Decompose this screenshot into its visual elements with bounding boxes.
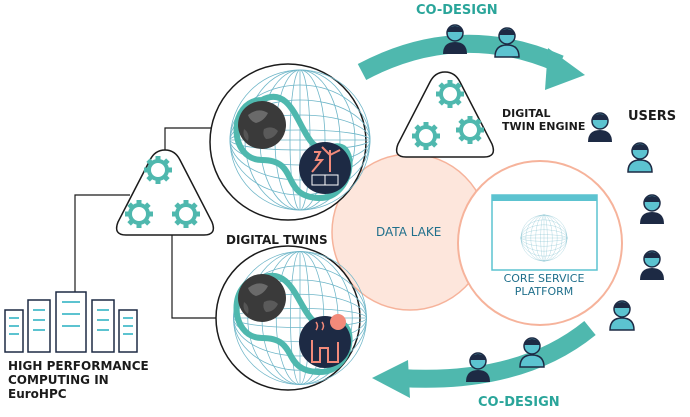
digital-twin-engine-line-1: DIGITAL bbox=[502, 107, 551, 120]
digital-twin-engine-line-2: TWIN ENGINE bbox=[502, 119, 586, 133]
hpc-line-3: EuroHPC bbox=[8, 386, 67, 401]
core-service-platform-label: CORE SERVICE PLATFORM bbox=[494, 272, 594, 298]
digital-twin-bottom bbox=[215, 245, 367, 391]
co-design-label-top: CO-DESIGN bbox=[416, 3, 498, 18]
earth-icon bbox=[238, 101, 286, 149]
person-icon bbox=[639, 250, 665, 281]
data-lake-label: DATA LAKE bbox=[376, 225, 442, 239]
person-icon bbox=[627, 142, 653, 173]
hpc-label: HIGH PERFORMANCE COMPUTING IN EuroHPC bbox=[8, 359, 149, 401]
hpc-line-2: COMPUTING IN bbox=[8, 372, 109, 387]
platform-window-icon bbox=[491, 194, 598, 271]
co-design-arrow-top bbox=[357, 34, 585, 90]
earth-icon bbox=[238, 274, 286, 322]
co-design-arrow-bottom bbox=[372, 320, 596, 398]
co-design-label-bottom: CO-DESIGN bbox=[478, 395, 560, 410]
hpc-gears-group bbox=[115, 149, 215, 236]
hpc-connector-lines bbox=[74, 127, 222, 319]
person-icon bbox=[639, 194, 665, 225]
person-icon bbox=[587, 112, 613, 143]
twin-engine-gears-group bbox=[395, 71, 495, 158]
person-icon bbox=[609, 300, 635, 331]
hpc-line-1: HIGH PERFORMANCE bbox=[8, 359, 149, 373]
core-service-line-1: CORE SERVICE bbox=[503, 272, 585, 285]
core-service-line-2: PLATFORM bbox=[514, 284, 574, 298]
digital-twins-label: DIGITAL TWINS bbox=[226, 233, 328, 247]
server-racks-icon bbox=[4, 291, 138, 353]
digital-twin-top bbox=[209, 63, 371, 221]
digital-twin-engine-label: DIGITAL TWIN ENGINE bbox=[502, 107, 586, 133]
users-label: USERS bbox=[628, 109, 677, 124]
